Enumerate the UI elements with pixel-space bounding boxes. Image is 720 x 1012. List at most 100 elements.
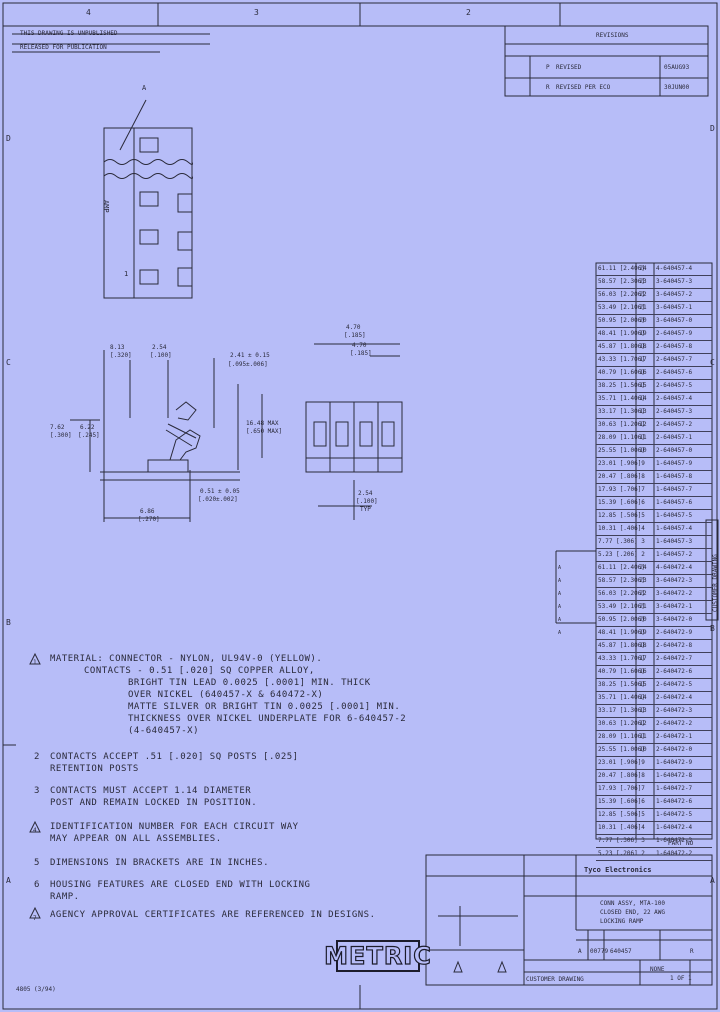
table-row-flag: A (558, 630, 562, 636)
zone-label-left-d: D (6, 134, 11, 143)
table-cell-part: 1-640472-3 (656, 837, 693, 844)
note-number: 2 (34, 752, 40, 762)
table-cell-pos: 17 (639, 356, 647, 363)
header-line-2: RELEASED FOR PUBLICATION (20, 44, 107, 51)
table-cell-part: 1-640457-7 (656, 486, 693, 493)
table-cell-part: 1-640457-8 (656, 473, 693, 480)
table-cell-part: 3-640457-3 (656, 278, 693, 285)
table-cell-dim: 35.71 [1.406] (598, 395, 645, 402)
sheet-value: 1 OF 1 (670, 975, 692, 982)
zone-label-right-c: C (710, 358, 715, 367)
table-cell-pos: 6 (641, 798, 645, 805)
table-cell-pos: 23 (639, 278, 647, 285)
dim-f-in: [.650 MAX] (246, 428, 283, 435)
table-cell-pos: 7 (641, 486, 645, 493)
table-cell-pos: 10 (639, 746, 647, 753)
table-cell-pos: 12 (639, 421, 647, 428)
dim-g: 0.51 ± 0.05 (200, 488, 240, 495)
table-cell-dim: 40.79 [1.606] (598, 369, 645, 376)
table-cell-dim: 45.87 [1.806] (598, 343, 645, 350)
amp-logo-text: AMP (102, 200, 110, 213)
table-cell-part: 2-640457-6 (656, 369, 693, 376)
table-cell-part: 2-640472-2 (656, 720, 693, 727)
note-number: 7 (33, 915, 38, 922)
table-cell-dim: 38.25 [1.506] (598, 382, 645, 389)
table-cell-part: 3-640472-0 (656, 616, 693, 623)
zone-label-left-b: B (6, 618, 11, 627)
table-cell-part: 1-640457-3 (656, 538, 693, 545)
title-line-3: LOCKING RAMP (600, 918, 644, 925)
table-cell-pos: 11 (639, 434, 647, 441)
dim-g-in: [.020±.002] (198, 496, 238, 503)
table-cell-part: 3-640472-2 (656, 590, 693, 597)
table-cell-dim: 48.41 [1.906] (598, 629, 645, 636)
table-cell-pos: 5 (641, 811, 645, 818)
table-cell-part: 2-640472-4 (656, 694, 693, 701)
note-line: OVER NICKEL (640457-X & 640472-X) (128, 690, 324, 700)
table-cell-part: 3-640472-1 (656, 603, 693, 610)
table-cell-dim: 5.23 [.206] (598, 850, 638, 857)
table-cell-pos: 2 (641, 551, 645, 558)
table-cell-part: 2-640472-3 (656, 707, 693, 714)
table-cell-part: 1-640472-9 (656, 759, 693, 766)
table-cell-part: 2-640457-3 (656, 408, 693, 415)
note-number: 5 (34, 858, 40, 868)
table-cell-dim: 48.41 [1.906] (598, 330, 645, 337)
table-cell-pos: 13 (639, 408, 647, 415)
table-cell-pos: 17 (639, 655, 647, 662)
table-cell-dim: 45.87 [1.806] (598, 642, 645, 649)
zone-label-top-4: 4 (86, 8, 91, 17)
note-line: POST AND REMAIN LOCKED IN POSITION. (50, 798, 258, 808)
table-cell-dim: 61.11 [2.406] (598, 564, 645, 571)
table-cell-dim: 56.03 [2.206] (598, 590, 645, 597)
note-line: IDENTIFICATION NUMBER FOR EACH CIRCUIT W… (50, 822, 299, 832)
table-cell-dim: 58.57 [2.306] (598, 577, 645, 584)
dim-b: 2.54 (152, 344, 167, 351)
table-cell-dim: 7.77 [.306] (598, 538, 638, 545)
title-line-2: CLOSED END, 22 AWG (600, 909, 666, 916)
table-cell-dim: 17.93 [.706] (598, 785, 642, 792)
detail-flag-label: A (142, 84, 147, 92)
zone-label-right-b: B (710, 624, 715, 633)
rev-row-1-date: 05AUG93 (664, 64, 690, 71)
table-cell-pos: 9 (641, 759, 645, 766)
dim-f: 16.48 MAX (246, 420, 279, 427)
table-cell-part: 2-640472-0 (656, 746, 693, 753)
zone-label-top-3: 3 (254, 8, 259, 17)
rev-row-1-desc: REVISED (556, 64, 582, 71)
table-cell-pos: 4 (641, 525, 645, 532)
table-cell-pos: 24 (639, 564, 647, 571)
note-number: 3 (34, 786, 40, 796)
metric-stamp: METRIC (324, 940, 432, 972)
table-cell-dim: 10.31 [.406] (598, 525, 642, 532)
table-cell-dim: 50.95 [2.006] (598, 317, 645, 324)
table-cell-dim: 43.33 [1.706] (598, 655, 645, 662)
zone-label-top-2: 2 (466, 8, 471, 17)
table-cell-dim: 12.85 [.506] (598, 811, 642, 818)
dim-e: 6.22 (80, 424, 95, 431)
table-cell-pos: 3 (641, 837, 645, 844)
table-cell-part: 2-640457-1 (656, 434, 693, 441)
table-cell-part: 2-640472-6 (656, 668, 693, 675)
dwg-no-value: 640457 (610, 948, 632, 955)
table-cell-pos: 9 (641, 460, 645, 467)
